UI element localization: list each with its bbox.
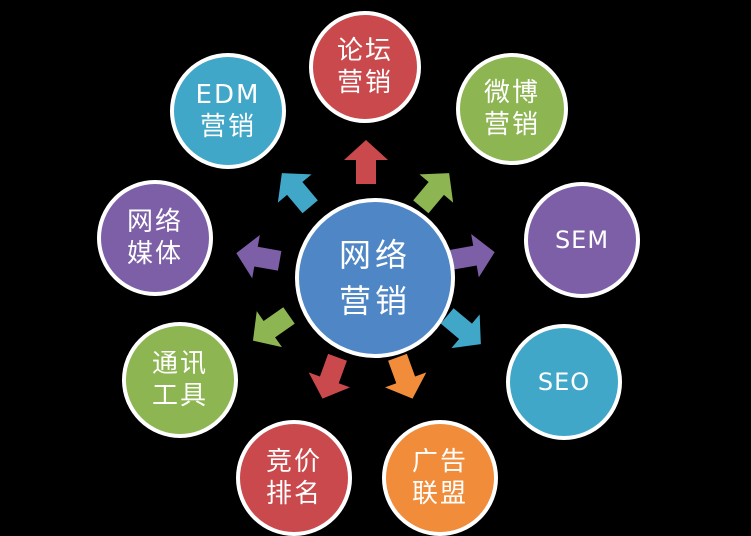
node-label-line2: 排名 xyxy=(265,479,322,509)
node-label-line2: 媒体 xyxy=(126,239,183,269)
network-marketing-diagram: 网络 营销 论坛 营销 微博 营销 SEM SEO 广告 联盟 竞价 排名 通讯… xyxy=(97,11,640,536)
center-node-network-marketing: 网络 营销 xyxy=(295,198,455,358)
node-label-line1: SEM xyxy=(554,226,610,254)
node-im-tools: 通讯 工具 xyxy=(122,322,238,438)
node-label-line1: 微博 xyxy=(483,77,540,108)
node-seo: SEO xyxy=(506,324,622,440)
node-label-line2: 营销 xyxy=(483,110,540,140)
arrow-icon xyxy=(430,296,498,364)
node-weibo-marketing: 微博 营销 xyxy=(456,53,568,165)
arrow-icon xyxy=(374,347,436,409)
node-edm-marketing: EDM 营销 xyxy=(170,53,286,169)
node-label-line2: 营销 xyxy=(336,68,393,98)
node-sem: SEM xyxy=(524,182,640,298)
node-label-line1: 网络 xyxy=(126,206,183,237)
arrow-icon xyxy=(401,156,469,224)
node-label-line1: 论坛 xyxy=(336,35,393,66)
node-label-line1: 竞价 xyxy=(265,446,322,477)
node-label-line2: 工具 xyxy=(151,381,208,411)
node-label-line1: 通讯 xyxy=(151,348,208,379)
arrow-icon xyxy=(342,138,390,186)
center-label-line2: 营销 xyxy=(338,282,411,320)
center-label-line1: 网络 xyxy=(338,235,411,274)
node-label-line1: SEO xyxy=(537,368,591,396)
node-ad-alliance: 广告 联盟 xyxy=(382,420,498,536)
node-label-line2: 营销 xyxy=(199,112,256,142)
arrow-icon xyxy=(262,156,330,224)
arrow-icon xyxy=(445,228,501,284)
arrow-icon xyxy=(230,229,286,285)
node-bidding-ranking: 竞价 排名 xyxy=(236,420,352,536)
node-label-line2: 联盟 xyxy=(411,479,468,509)
node-label-line1: 广告 xyxy=(411,446,468,477)
node-label-line1: EDM xyxy=(195,79,261,110)
arrow-icon xyxy=(238,295,305,362)
arrow-icon xyxy=(299,347,361,409)
node-forum-marketing: 论坛 营销 xyxy=(309,11,421,123)
node-network-media: 网络 媒体 xyxy=(97,180,213,296)
